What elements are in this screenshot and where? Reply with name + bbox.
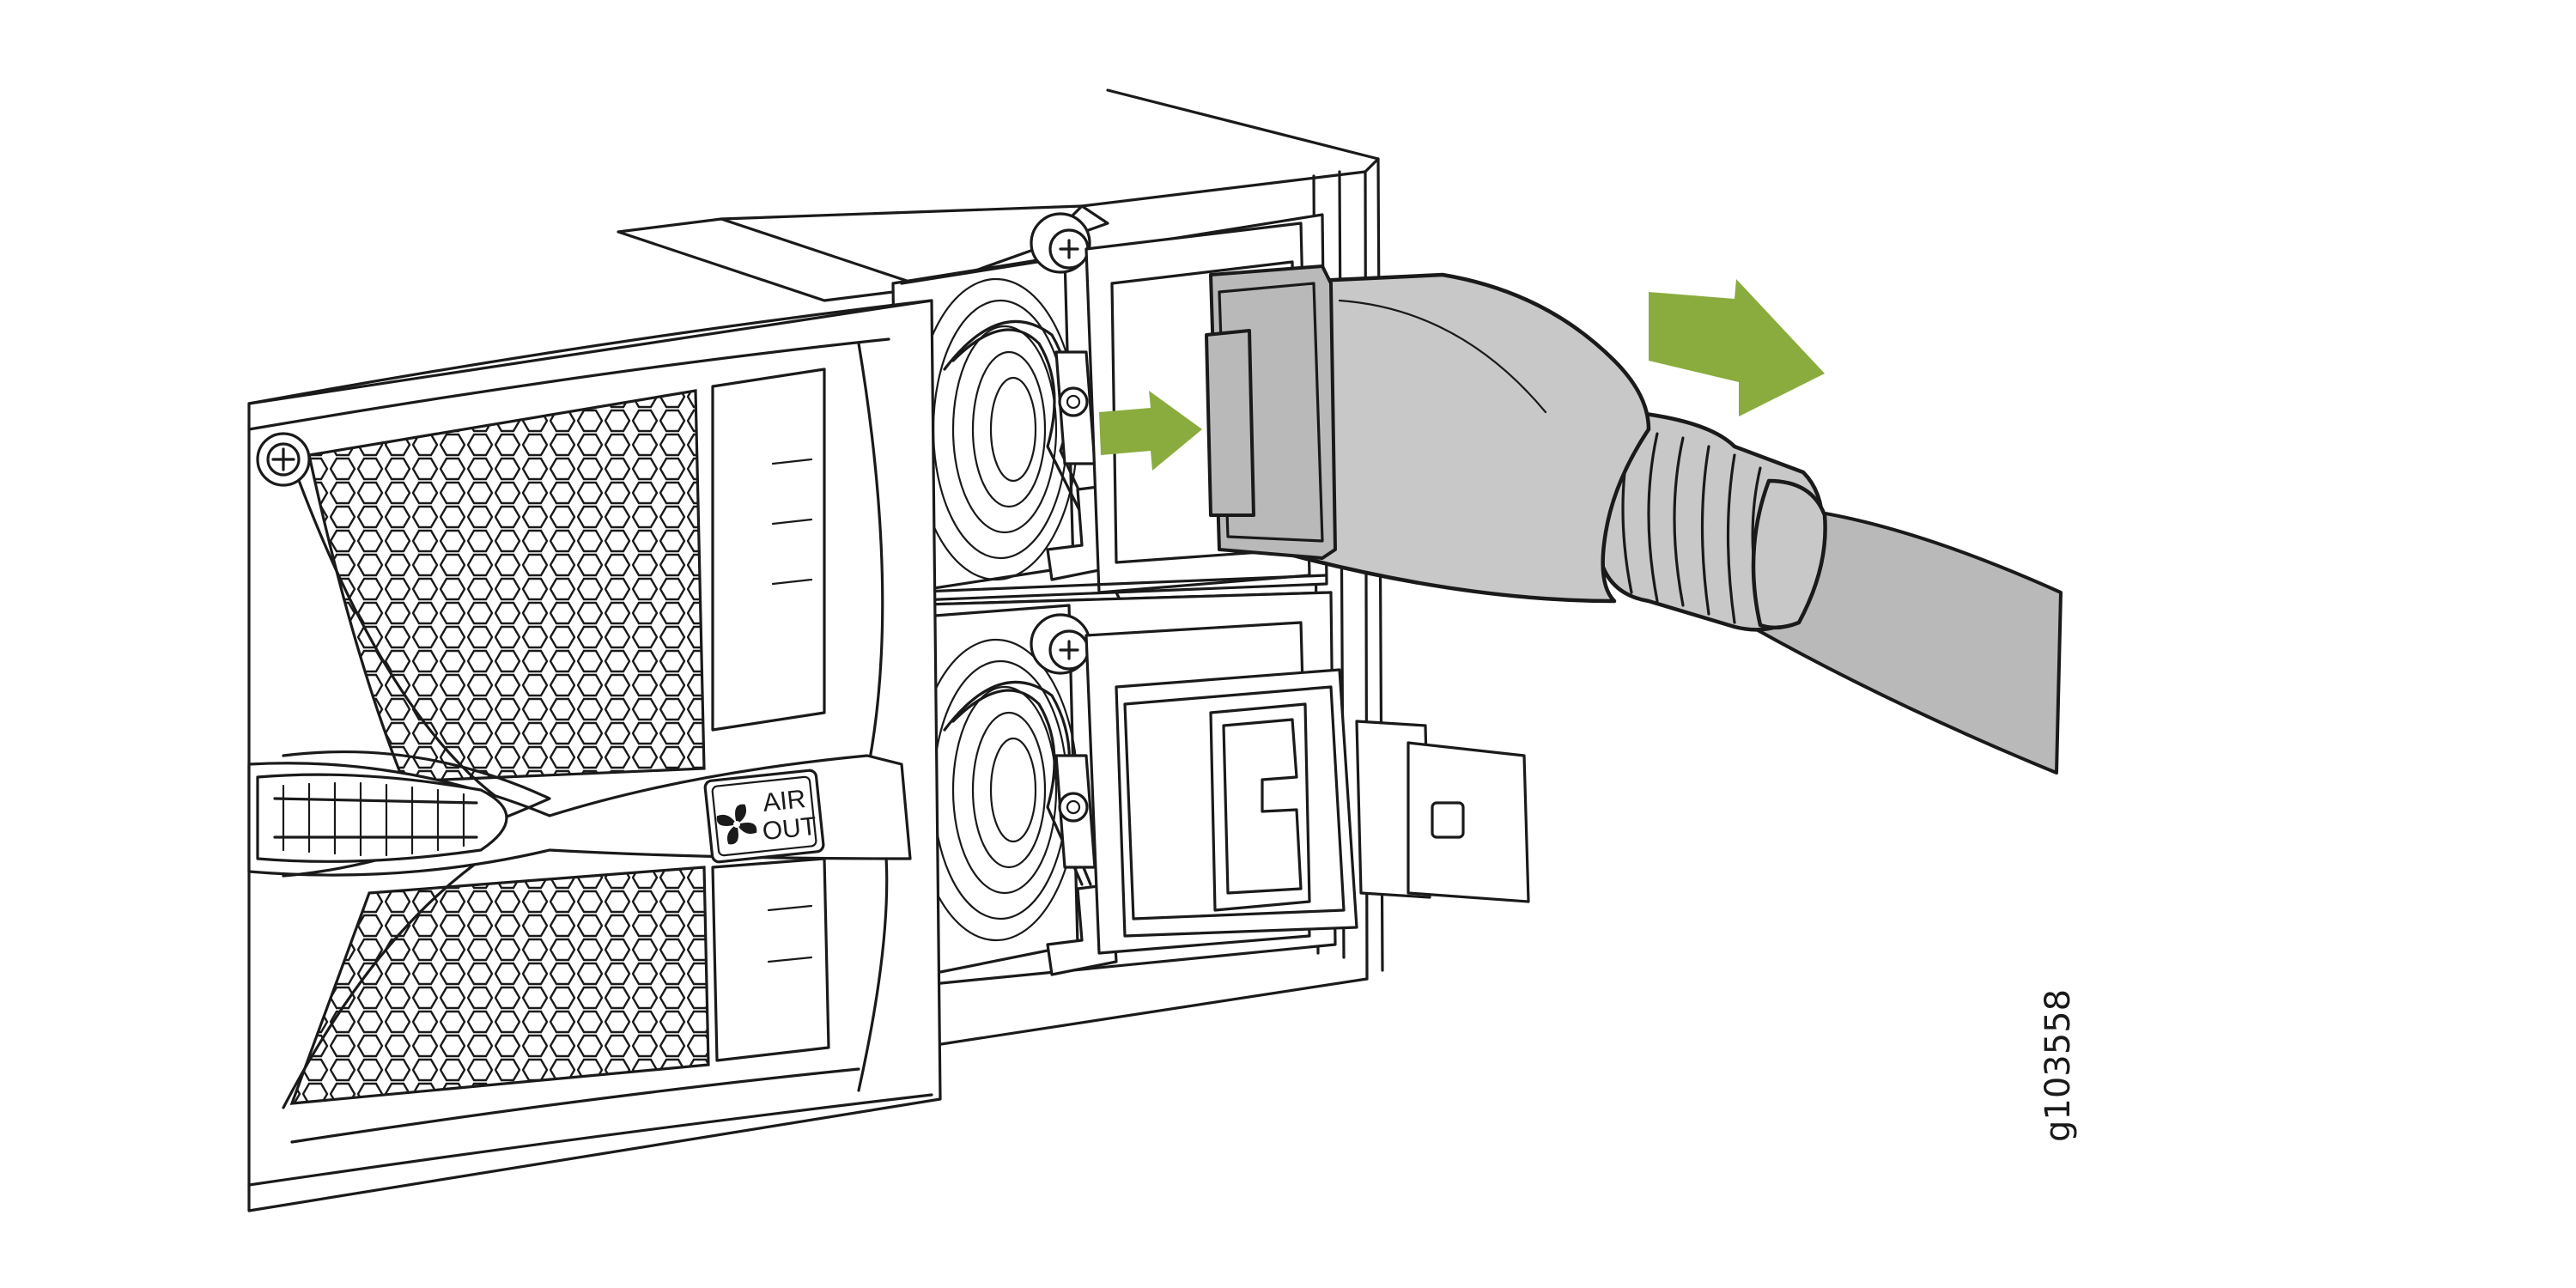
handle-grip [256,773,508,863]
front-bezel: AIR OUT [247,299,942,1212]
lower-power-plug [1115,668,1530,938]
bezel-screw [256,432,311,487]
large-arrow-right-icon [1649,279,1825,416]
lower-screw [1030,613,1091,675]
lower-power-supply [896,591,1530,989]
figure-id-label: g103558 [2038,989,2078,1142]
fan-icon [716,804,757,845]
upper-screw [1030,212,1091,274]
air-out-line1: AIR [762,785,807,817]
air-out-badge: AIR OUT [703,769,825,864]
air-out-line2: OUT [761,812,817,846]
small-arrow-right-icon [1099,391,1202,471]
power-cord [1205,264,2063,775]
removal-arrows [1099,279,1825,471]
